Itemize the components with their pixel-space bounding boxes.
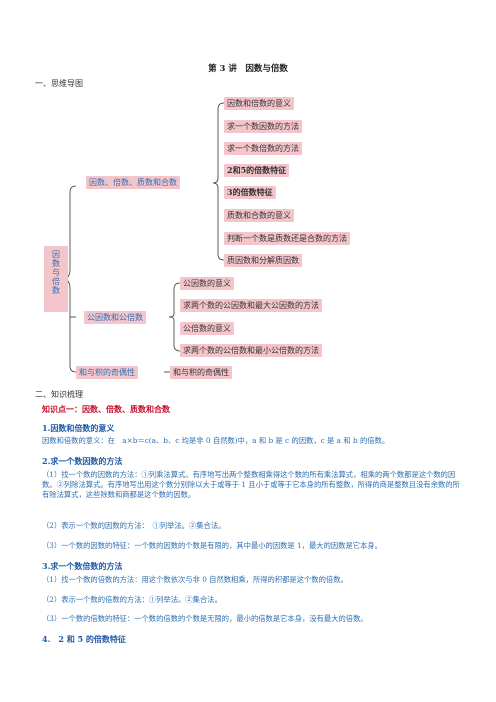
subheading: 1.因数和倍数的意义	[42, 423, 115, 433]
subheading: 2.求一个数因数的方法	[42, 456, 123, 466]
subheading: 3.求一个数倍数的方法	[42, 561, 123, 571]
knowledge-point-heading: 知识点一：因数、倍数、质数和合数	[42, 404, 170, 414]
root-char: 数	[52, 259, 60, 268]
paragraph: （2）表示一个数的倍数的方法：①列举法。②集合法。	[42, 595, 222, 604]
mindmap-branch-common: 公因数和公倍数	[84, 311, 146, 324]
mindmap-item: 求一个数因数的方法	[224, 120, 302, 133]
mindmap-item: 3的倍数特征	[224, 186, 276, 199]
mindmap-root: 因 数 与 倍 数	[44, 246, 68, 312]
paragraph: （3）一个数的因数的特征：一个数的因数的个数是有限的，其中最小的因数是 1，最大…	[42, 541, 382, 550]
page-title: 第 3 讲 因数与倍数	[208, 64, 288, 74]
paragraph: （1）找一个数的倍数的方法：用这个数依次与非 0 自然数相乘，所得的积都是这个数…	[42, 575, 348, 584]
mindmap-item: 和与积的奇偶性	[170, 366, 232, 379]
paragraph: （1）找一个数的因数的方法：①列乘法算式。有序地写出两个整数相乘得这个数的所有乘…	[42, 470, 460, 499]
mindmap-item: 公倍数的意义	[180, 322, 234, 335]
mindmap-item: 求两个数的公因数和最大公因数的方法	[180, 299, 322, 312]
mindmap-item: 求两个数的公倍数和最小公倍数的方法	[180, 344, 322, 357]
mindmap-item: 因数和倍数的意义	[224, 97, 294, 110]
mindmap-item: 判断一个数是质数还是合数的方法	[224, 232, 350, 245]
mindmap-item: 公因数的意义	[180, 277, 234, 290]
paragraph: 因数和倍数的意义：在 a×b＝c(a、b、c 均是非 0 自然数)中，a 和 b…	[42, 436, 390, 445]
root-char: 与	[52, 268, 60, 277]
mindmap-branch-factors: 因数、倍数、质数和合数	[86, 176, 180, 189]
mindmap-item: 质数和合数的意义	[224, 209, 294, 222]
section-heading-mindmap: 一、思维导图	[35, 79, 83, 88]
mindmap-item: 求一个数倍数的方法	[224, 142, 302, 155]
mindmap-item: 质因数和分解质因数	[224, 254, 302, 267]
subheading: 4. 2 和 5 的倍数特征	[42, 634, 126, 644]
root-char: 倍	[52, 277, 60, 286]
section-heading-knowledge: 二、知识梳理	[35, 390, 83, 399]
root-char: 因	[52, 250, 60, 259]
mindmap-item: 2和5的倍数特征	[224, 164, 290, 177]
paragraph: （3）一个数的倍数的特征：一个数的倍数的个数是无限的，最小的倍数是它本身，没有最…	[42, 614, 368, 623]
mindmap-branch-parity: 和与积的奇偶性	[76, 366, 138, 379]
mindmap-connectors	[65, 102, 225, 373]
root-char: 数	[52, 286, 60, 295]
paragraph: （2）表示一个数的因数的方法： ①列举法。②集合法。	[42, 521, 226, 530]
